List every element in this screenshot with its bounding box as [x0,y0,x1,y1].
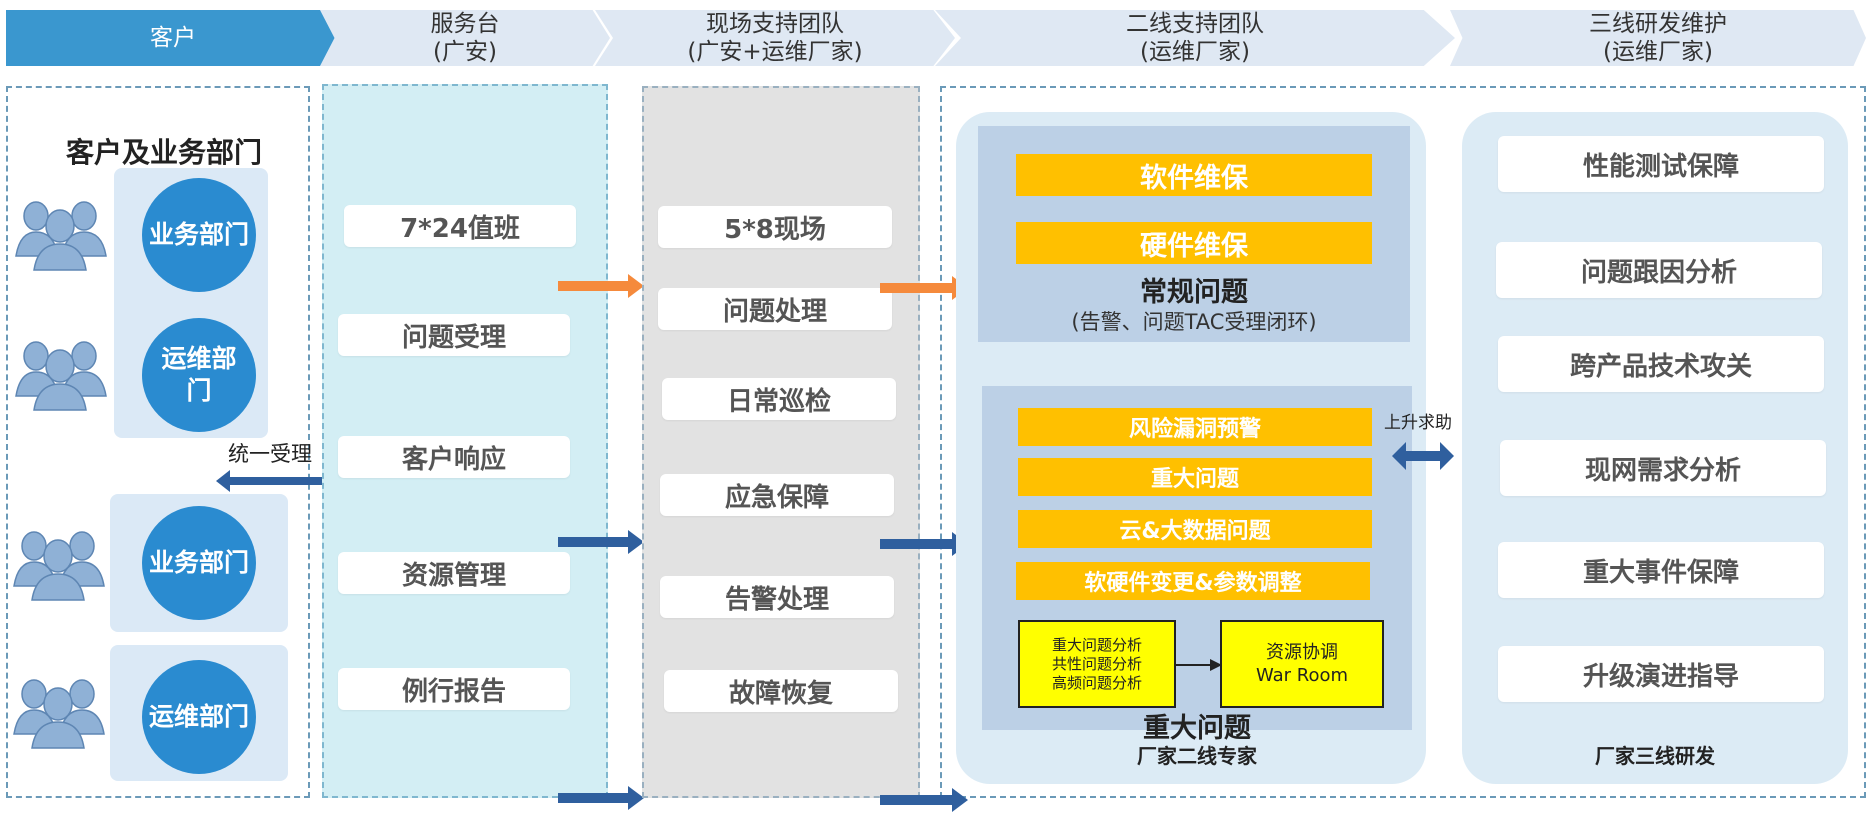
dept-label: 业务部门 [148,548,249,577]
stage-label: 三线研发维护 (运维厂家) [1589,11,1727,65]
third-line-item-label: 现网需求分析 [1584,455,1741,486]
warroom-box: 资源协调 War Room [1220,620,1384,708]
dept-label: 运维部门 [148,702,249,731]
escalate-double-arrow [1392,442,1454,470]
routine-subtitle: (告警、问题TAC受理闭环) [1071,310,1317,334]
third-line-item-label: 重大事件保障 [1582,557,1739,588]
third-line-item: 问题跟因分析 [1496,242,1822,298]
stage-label: 服务台 (广安) [430,11,500,65]
service-desk-item-label: 7*24值班 [400,213,520,244]
analysis-to-warroom-arrow [1176,659,1222,671]
customer-title: 客户及业务部门 [66,136,263,169]
major-bar: 云&大数据问题 [1018,510,1372,548]
field-support-item-label: 告警处理 [724,584,829,615]
major-bar-label: 重大问题 [1150,467,1239,492]
third-line-item: 跨产品技术攻关 [1498,336,1824,392]
dept-business-2: 业务部门 [142,506,256,620]
service-desk-item: 客户响应 [338,436,570,478]
people-group-icon [15,341,107,411]
field-support-item-label: 应急保障 [724,482,829,513]
second-line-expert-label: 厂家二线专家 [1137,744,1257,768]
field-support-item: 问题处理 [658,288,892,330]
field-support-item-label: 故障恢复 [728,678,833,709]
dept-ops-2: 运维部门 [142,660,256,774]
field-support-item: 故障恢复 [664,670,898,712]
service-desk-item-label: 客户响应 [401,444,506,475]
field-support-item-label: 问题处理 [722,296,827,327]
stage-second-line: 二线支持团队 (运维厂家) [935,10,1455,66]
service-desk-item: 资源管理 [338,552,570,594]
dept-ops-1: 运维部 门 [142,318,256,432]
customer-group-border [6,86,310,798]
major-bar: 软硬件变更&参数调整 [1016,562,1370,600]
third-line-label: 厂家三线研发 [1595,744,1715,768]
stage-label: 客户 [150,25,196,51]
field-support-item: 告警处理 [660,576,894,618]
major-bar-label: 云&大数据问题 [1119,519,1271,544]
people-group-icon [13,531,105,601]
routine-bar: 硬件维保 [1016,222,1372,264]
routine-bar: 软件维保 [1016,154,1372,196]
warroom-text: 资源协调 War Room [1255,642,1349,686]
routine-bar-label: 硬件维保 [1140,230,1248,262]
field-support-item: 日常巡检 [662,378,896,420]
field-support-item-label: 日常巡检 [726,386,831,417]
service-desk-item: 例行报告 [338,668,570,710]
major-bar-label: 风险漏洞预警 [1128,417,1261,442]
third-line-item: 重大事件保障 [1498,542,1824,598]
service-desk-item-label: 例行报告 [401,676,506,707]
flow-arrow-orange [880,276,968,300]
dept-label: 运维部 门 [161,344,237,405]
field-support-item-label: 5*8现场 [724,214,826,245]
analysis-box: 重大问题分析 共性问题分析 高频问题分析 [1018,620,1176,708]
people-group-icon [13,679,105,749]
service-desk-item-label: 问题受理 [401,322,506,353]
flow-arrow-blue [880,532,968,556]
flow-arrow-orange [558,274,644,298]
vendor-group-border [940,86,1866,798]
stage-service-desk: 服务台 (广安) [320,10,610,66]
third-line-item: 升级演进指导 [1498,646,1824,702]
third-line-item: 性能测试保障 [1498,136,1824,192]
major-title: 重大问题 [1143,713,1251,744]
unified-intake-arrow [216,470,324,492]
major-bar: 重大问题 [1018,458,1372,496]
flow-arrow-blue [558,530,644,554]
stage-field-support: 现场支持团队 (广安+运维厂家) [595,10,955,66]
major-bar: 风险漏洞预警 [1018,408,1372,446]
escalate-label: 上升求助 [1384,413,1452,433]
field-support-item: 5*8现场 [658,206,892,248]
flow-arrow-blue [880,788,968,812]
people-group-icon [15,201,107,271]
stage-third-line: 三线研发维护 (运维厂家) [1450,10,1866,66]
service-desk-item-label: 资源管理 [401,560,506,591]
third-line-item: 现网需求分析 [1500,440,1826,496]
third-line-item-label: 升级演进指导 [1582,661,1739,692]
third-line-item-label: 性能测试保障 [1582,151,1739,182]
dept-business-1: 业务部门 [142,178,256,292]
unified-intake-label: 统一受理 [228,442,312,466]
routine-bar-label: 软件维保 [1140,162,1248,194]
service-desk-item: 7*24值班 [344,205,576,247]
dept-label: 业务部门 [148,220,249,249]
stage-customer: 客户 [6,10,340,66]
field-support-item: 应急保障 [660,474,894,516]
major-bar-label: 软硬件变更&参数调整 [1084,571,1302,596]
flow-arrow-blue [558,786,644,810]
stage-label: 现场支持团队 (广安+运维厂家) [687,11,863,65]
service-desk-item: 问题受理 [338,314,570,356]
stage-label: 二线支持团队 (运维厂家) [1126,11,1264,65]
analysis-text: 重大问题分析 共性问题分析 高频问题分析 [1051,635,1142,692]
routine-title: 常规问题 [1140,277,1248,308]
third-line-item-label: 跨产品技术攻关 [1569,351,1752,382]
third-line-item-label: 问题跟因分析 [1580,257,1737,288]
